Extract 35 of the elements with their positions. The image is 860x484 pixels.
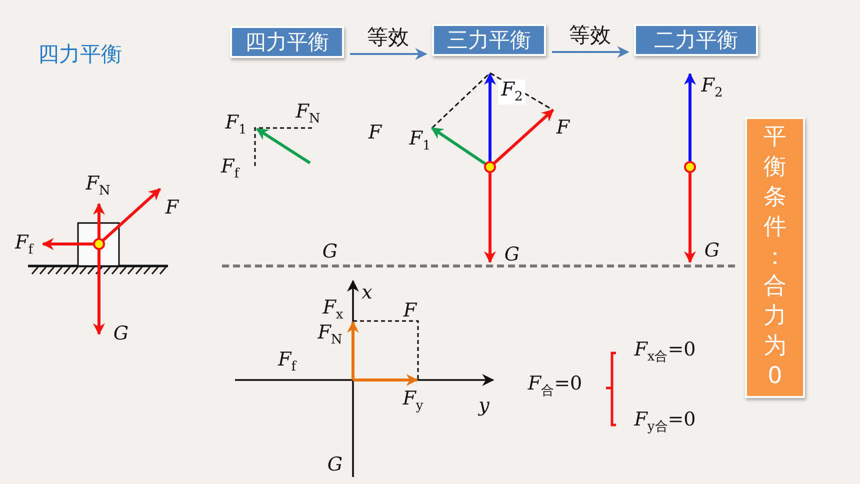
force-label: G xyxy=(704,242,720,260)
force-label: F$_{f}$ xyxy=(221,158,239,180)
force-label: F$_{x}$ xyxy=(322,298,344,322)
force-label: F xyxy=(556,118,570,138)
title-box: 二力平衡 xyxy=(634,24,758,56)
title-box: 四力平衡 xyxy=(230,26,344,58)
force-label: G xyxy=(113,324,129,344)
force-label: F xyxy=(403,302,417,320)
force-label: F$_{2}$ xyxy=(701,76,723,100)
force-label: F$_{N}$ xyxy=(296,102,320,126)
force-label: F xyxy=(368,124,382,142)
force-label: F$_{N}$ xyxy=(318,324,342,346)
force-label: F$_{1}$ xyxy=(409,130,431,152)
force-label: F$_{1}$ xyxy=(225,114,247,136)
arrow xyxy=(552,46,630,58)
force-label: F$_{N}$ xyxy=(86,174,110,198)
force-label: F$_{y}$ xyxy=(402,390,424,412)
force-label: F$_{f}$ xyxy=(15,234,33,256)
force-label: G xyxy=(322,242,338,262)
force-label: F xyxy=(165,198,179,218)
force-label: y xyxy=(478,396,490,416)
arrow xyxy=(350,48,428,60)
title: 四力平衡 xyxy=(38,41,122,68)
force-label: F$_{合}$=0 xyxy=(528,374,582,398)
force-label: G xyxy=(504,246,520,264)
force-label: G xyxy=(327,456,343,474)
edge-label: 等效 xyxy=(367,24,409,51)
title-box: 三力平衡 xyxy=(432,24,546,56)
force-label: x xyxy=(362,284,372,302)
force-label: F$_{2}$ xyxy=(498,80,526,104)
edge-label: 等效 xyxy=(569,22,611,49)
condition-panel: 平衡条件：合力为0 xyxy=(745,117,805,398)
force-label: F$_{x合}$=0 xyxy=(634,340,696,364)
force-label: F$_{y合}$=0 xyxy=(634,410,696,434)
force-label: F$_{f}$ xyxy=(278,350,296,374)
